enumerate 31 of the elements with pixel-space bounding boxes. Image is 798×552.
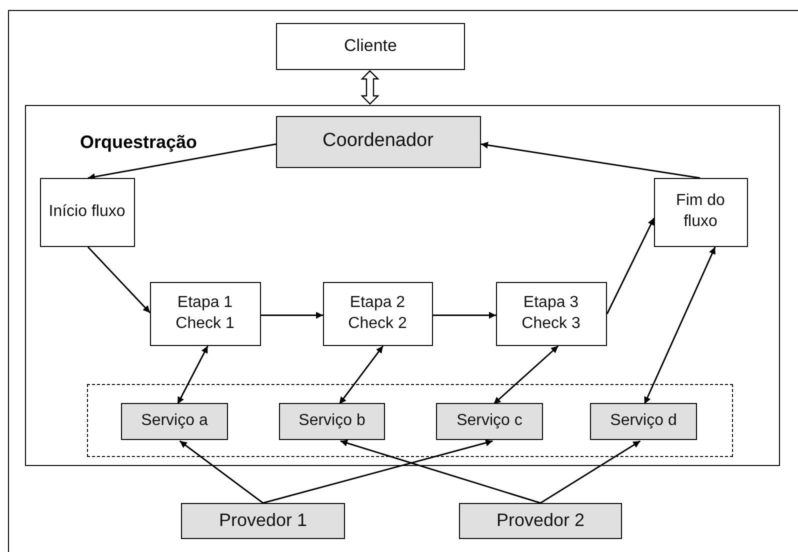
process-box: Etapa 2 Check 2 <box>322 282 432 346</box>
process-box: Provedor 2 <box>459 503 622 539</box>
arrow <box>433 312 496 319</box>
arrow <box>87 246 151 314</box>
process-box: Serviço d <box>590 403 697 440</box>
group-title: Orquestração <box>80 132 198 153</box>
process-box: Etapa 1 Check 1 <box>150 282 260 346</box>
arrow <box>493 345 559 405</box>
arrow <box>340 440 541 504</box>
dashed-group-box <box>86 384 732 456</box>
process-box: Coordenador <box>276 116 480 168</box>
container-box <box>25 105 780 466</box>
arrow <box>606 218 655 314</box>
process-box: Início fluxo <box>40 178 134 246</box>
arrow <box>179 440 264 504</box>
process-box: Serviço b <box>279 403 385 440</box>
arrow <box>644 246 716 404</box>
process-box: Serviço a <box>121 403 228 440</box>
arrow <box>480 142 700 179</box>
arrow <box>88 143 276 180</box>
arrow <box>261 312 323 319</box>
arrow <box>540 440 641 504</box>
process-box: Cliente <box>276 23 465 70</box>
arrow <box>176 346 208 404</box>
process-box: Provedor 1 <box>181 503 345 539</box>
double-arrow <box>360 70 380 105</box>
arrow <box>262 439 493 504</box>
arrow <box>338 346 384 404</box>
process-box: Fim do fluxo <box>654 178 748 246</box>
process-box: Serviço c <box>436 403 543 440</box>
process-box: Etapa 3 Check 3 <box>496 282 606 346</box>
